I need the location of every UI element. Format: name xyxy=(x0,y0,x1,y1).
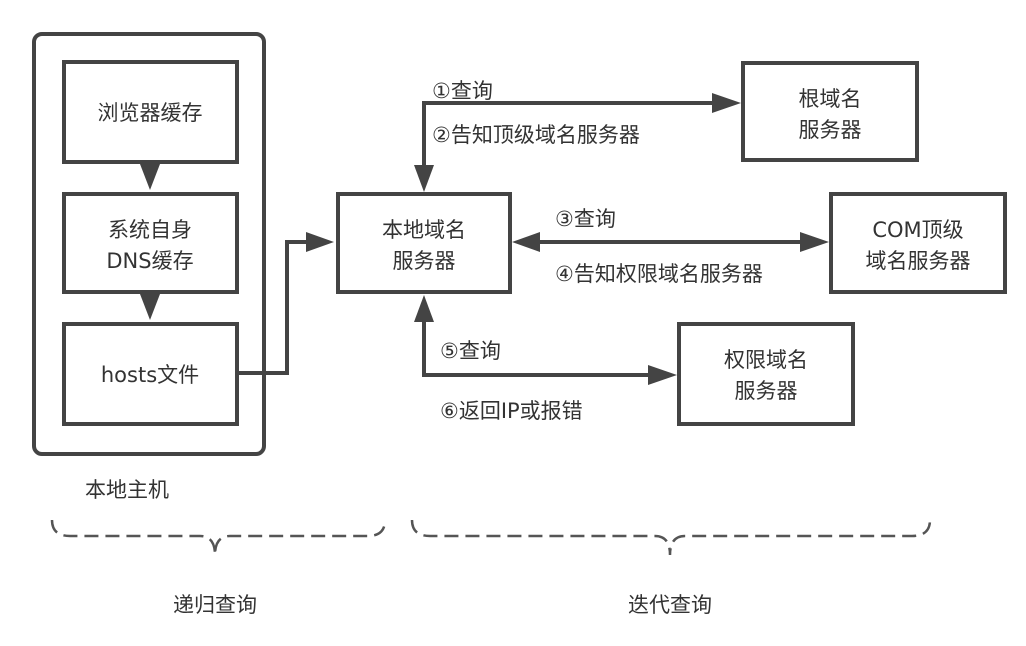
svg-text:根域名: 根域名 xyxy=(799,87,862,111)
svg-text:域名服务器: 域名服务器 xyxy=(866,249,971,273)
root-dns-server-box: 根域名 服务器 xyxy=(741,61,919,162)
svg-text:COM顶级: COM顶级 xyxy=(872,218,963,242)
arrow-down-icon xyxy=(414,165,434,192)
local-host-label: 本地主机 xyxy=(85,478,169,502)
step-3-label: ③查询 xyxy=(555,207,616,231)
svg-text:DNS缓存: DNS缓存 xyxy=(106,249,193,273)
step-5-label: ⑤查询 xyxy=(440,339,501,363)
arrow-right-icon xyxy=(800,232,829,252)
svg-text:服务器: 服务器 xyxy=(735,379,798,403)
com-tld-server-box: COM顶级 域名服务器 xyxy=(829,192,1007,294)
step-1-label: ①查询 xyxy=(432,79,493,103)
system-dns-cache-box: 系统自身 DNS缓存 xyxy=(62,192,239,294)
local-dns-server-box: 本地域名 服务器 xyxy=(336,192,512,294)
arrow-up-icon xyxy=(414,295,434,322)
browser-cache-box: 浏览器缓存 xyxy=(62,60,239,164)
hosts-file-box: hosts文件 xyxy=(62,322,239,426)
connector-hosts-to-local xyxy=(237,240,310,375)
recursive-query-label: 递归查询 xyxy=(173,593,257,617)
connector-local-authority xyxy=(422,318,652,377)
arrow-right-icon xyxy=(306,232,334,252)
step-2-label: ②告知顶级域名服务器 xyxy=(432,123,640,147)
arrow-right-icon xyxy=(648,365,677,385)
iterative-brace xyxy=(410,519,932,556)
svg-text:hosts文件: hosts文件 xyxy=(101,363,199,387)
step-6-label: ⑥返回IP或报错 xyxy=(440,399,583,423)
svg-text:浏览器缓存: 浏览器缓存 xyxy=(98,101,203,125)
step-4-label: ④告知权限域名服务器 xyxy=(555,262,763,286)
svg-text:系统自身: 系统自身 xyxy=(108,218,192,242)
authoritative-server-box: 权限域名 服务器 xyxy=(677,322,855,426)
svg-text:本地域名: 本地域名 xyxy=(382,218,466,242)
arrow-down-icon xyxy=(140,294,160,320)
arrow-left-icon xyxy=(512,232,540,252)
iterative-query-label: 迭代查询 xyxy=(628,593,712,617)
arrow-right-icon xyxy=(712,93,741,113)
svg-text:服务器: 服务器 xyxy=(393,249,456,273)
recursive-brace xyxy=(50,519,387,556)
svg-text:服务器: 服务器 xyxy=(799,118,862,142)
connector-local-root xyxy=(422,101,715,170)
svg-text:权限域名: 权限域名 xyxy=(724,348,808,372)
arrow-down-icon xyxy=(140,164,160,190)
